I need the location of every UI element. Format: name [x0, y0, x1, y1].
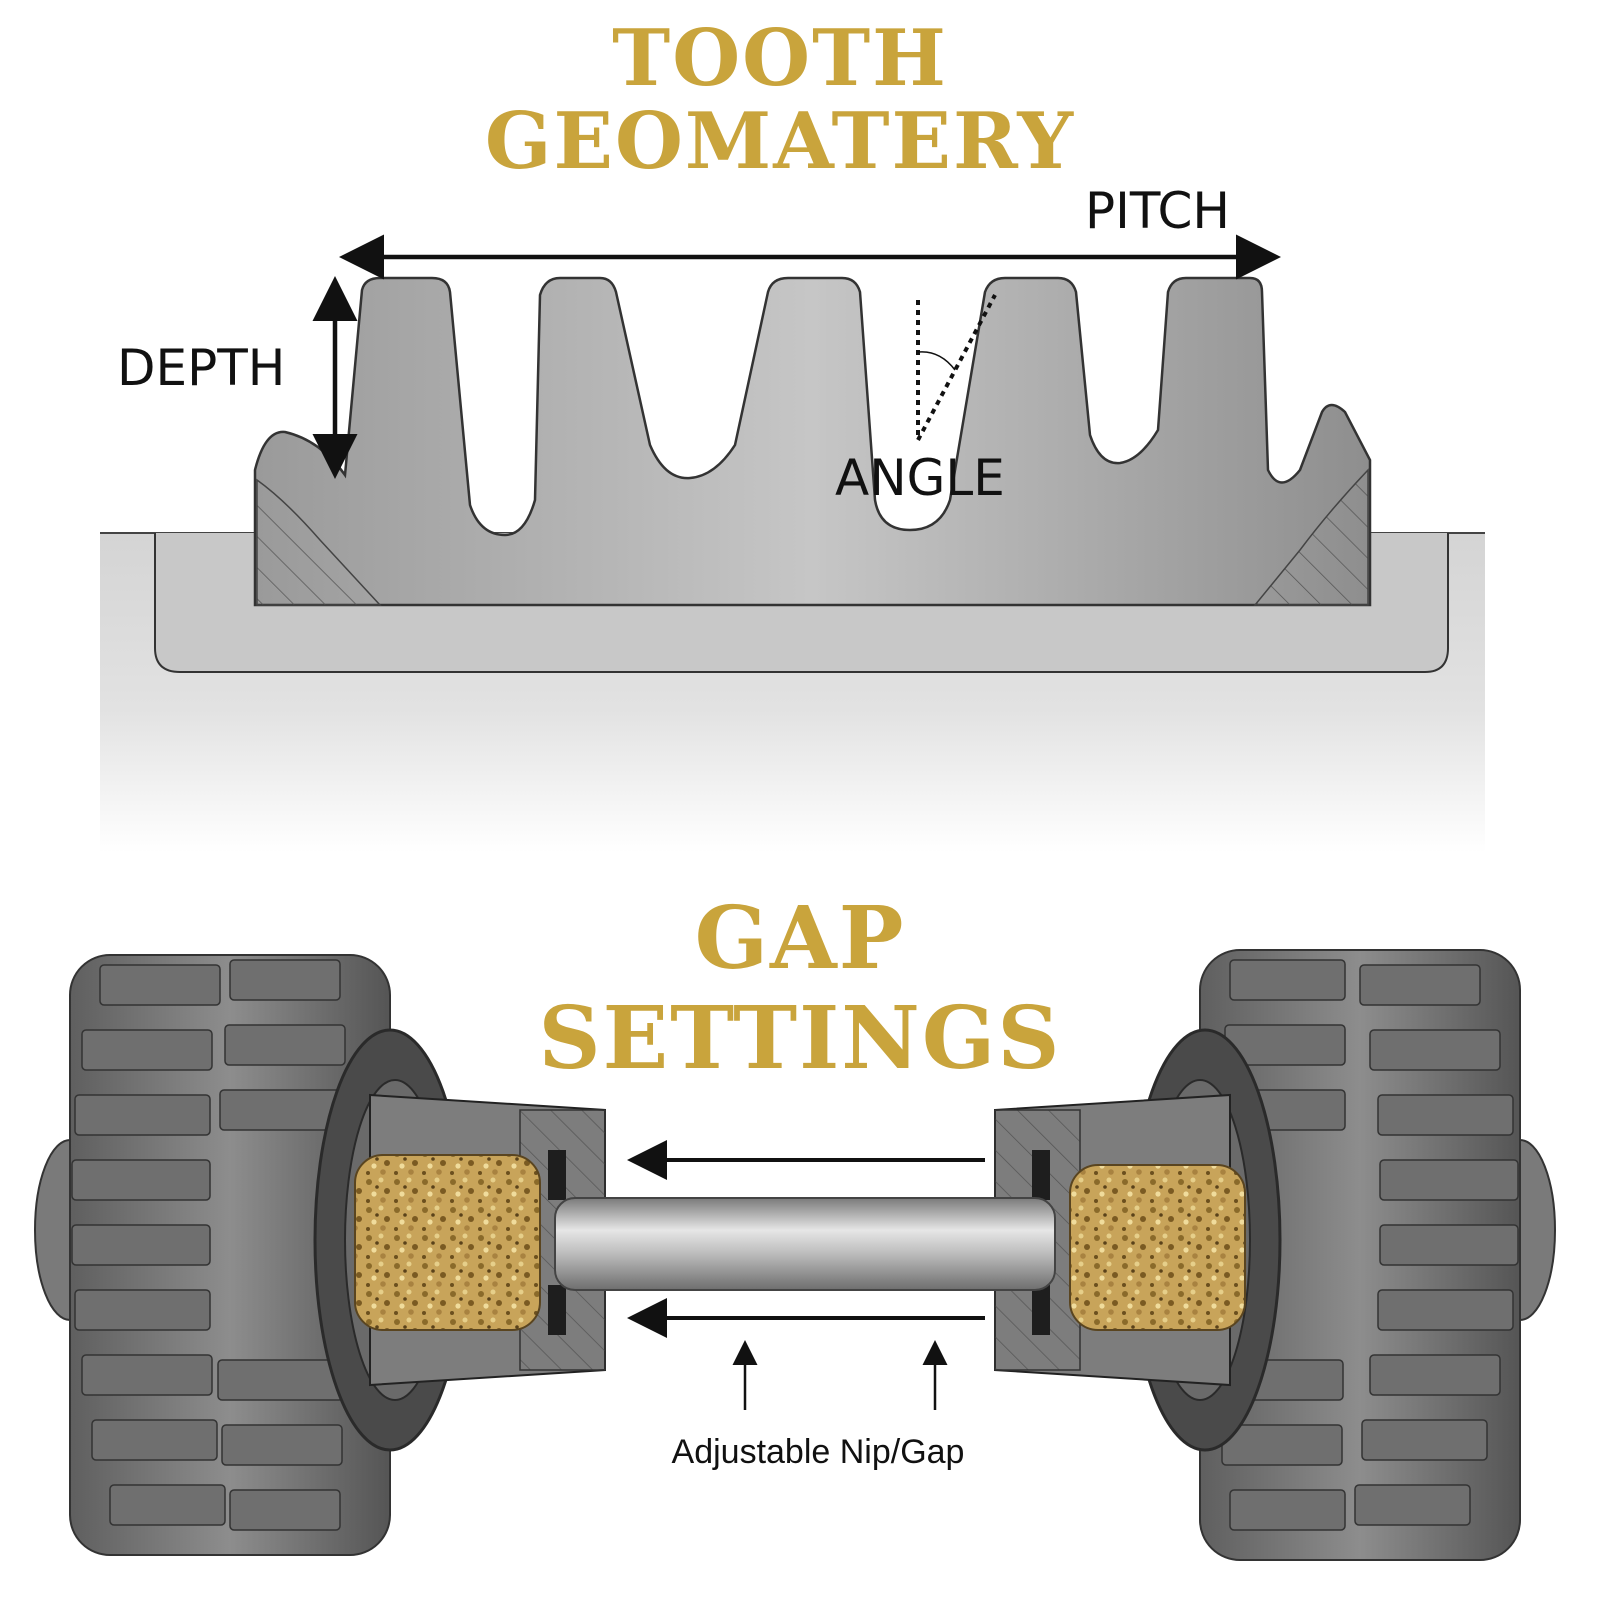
- connecting-shaft: [554, 1197, 1056, 1291]
- right-housing: [994, 1093, 1246, 1387]
- tooth-geometry-section: TOOTH GEOMATERY PITCH DEPTH ANGLE: [100, 13, 1485, 853]
- angle-flank-ref: [916, 294, 997, 441]
- gap-settings-section: GAP SETTINGS: [34, 888, 1556, 1561]
- hatch-left: [256, 478, 382, 606]
- tooth-profile: [253, 276, 1372, 607]
- angle-label: ANGLE: [835, 449, 1005, 507]
- right-abrasive-core: [1069, 1164, 1246, 1331]
- tooth-title-line2: GEOMATERY: [485, 96, 1075, 187]
- depth-label: DEPTH: [117, 339, 285, 397]
- gap-title-line1: GAP: [695, 888, 906, 989]
- nip-gap-label: Adjustable Nip/Gap: [672, 1433, 965, 1471]
- gap-title-line2: SETTINGS: [539, 988, 1062, 1089]
- angle-arc: [917, 351, 956, 371]
- hatch-right: [1253, 468, 1369, 606]
- tooth-title-line1: TOOTH: [612, 13, 948, 104]
- left-abrasive-core: [354, 1154, 541, 1331]
- pitch-label: PITCH: [1085, 182, 1230, 240]
